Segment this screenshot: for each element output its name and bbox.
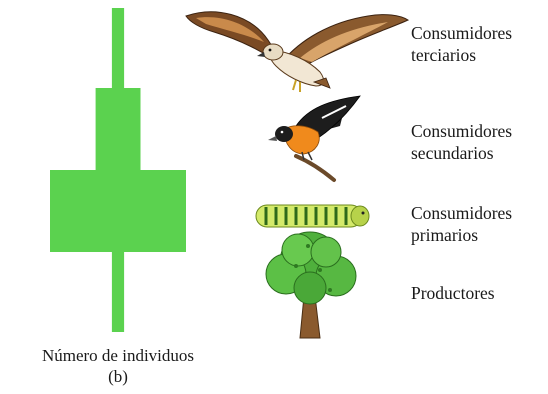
caterpillar-icon [255, 204, 370, 228]
level-label-primary-consumers: Consumidores primarios [411, 203, 513, 245]
hawk-icon [185, 11, 410, 92]
caption-figure-letter: (b) [108, 367, 128, 386]
level-label-secondary-consumers: Consumidores secundarios [411, 121, 513, 163]
bar-secondary-consumers [95, 88, 141, 170]
bar-primary-consumers [50, 170, 186, 252]
tree-icon [265, 231, 357, 339]
level-label-producers: Productores [411, 283, 495, 303]
bar-tertiary-consumers [111, 8, 125, 88]
caption-x-axis: Número de individuos [41, 346, 195, 365]
oriole-bird-icon [268, 95, 361, 182]
level-label-tertiary-consumers: Consumidores terciarios [411, 23, 513, 65]
bar-producers [111, 252, 125, 332]
